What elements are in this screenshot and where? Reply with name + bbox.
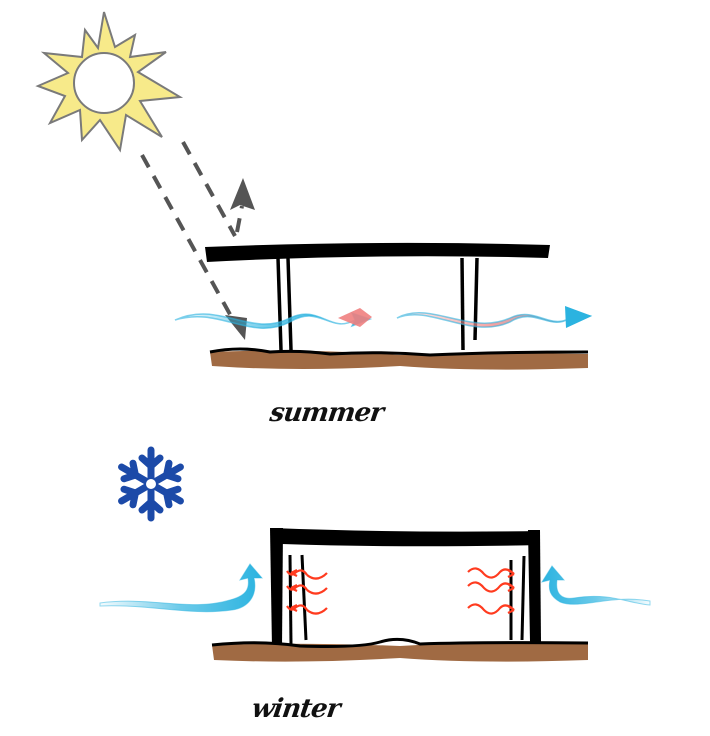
heat-arrows-left <box>286 569 328 615</box>
winter-label: winter <box>249 694 342 724</box>
roof-slab <box>205 242 550 262</box>
cold-wind-left <box>99 563 264 613</box>
snowflake-icon <box>117 446 185 518</box>
sun-rays <box>140 141 244 319</box>
reflected-ray-arrow-icon <box>230 178 255 210</box>
summer-breeze-left <box>174 308 373 329</box>
heat-arrows-right <box>467 567 515 615</box>
summer-breeze-right <box>396 306 593 328</box>
sun-icon <box>35 11 184 153</box>
winter-ground <box>211 637 589 662</box>
summer-ground <box>209 347 589 370</box>
summer-section <box>35 11 593 370</box>
winter-building <box>270 528 541 648</box>
winter-section <box>99 446 651 662</box>
summer-label: summer <box>267 398 385 428</box>
columns <box>276 257 479 351</box>
cold-wind-right <box>540 565 651 606</box>
